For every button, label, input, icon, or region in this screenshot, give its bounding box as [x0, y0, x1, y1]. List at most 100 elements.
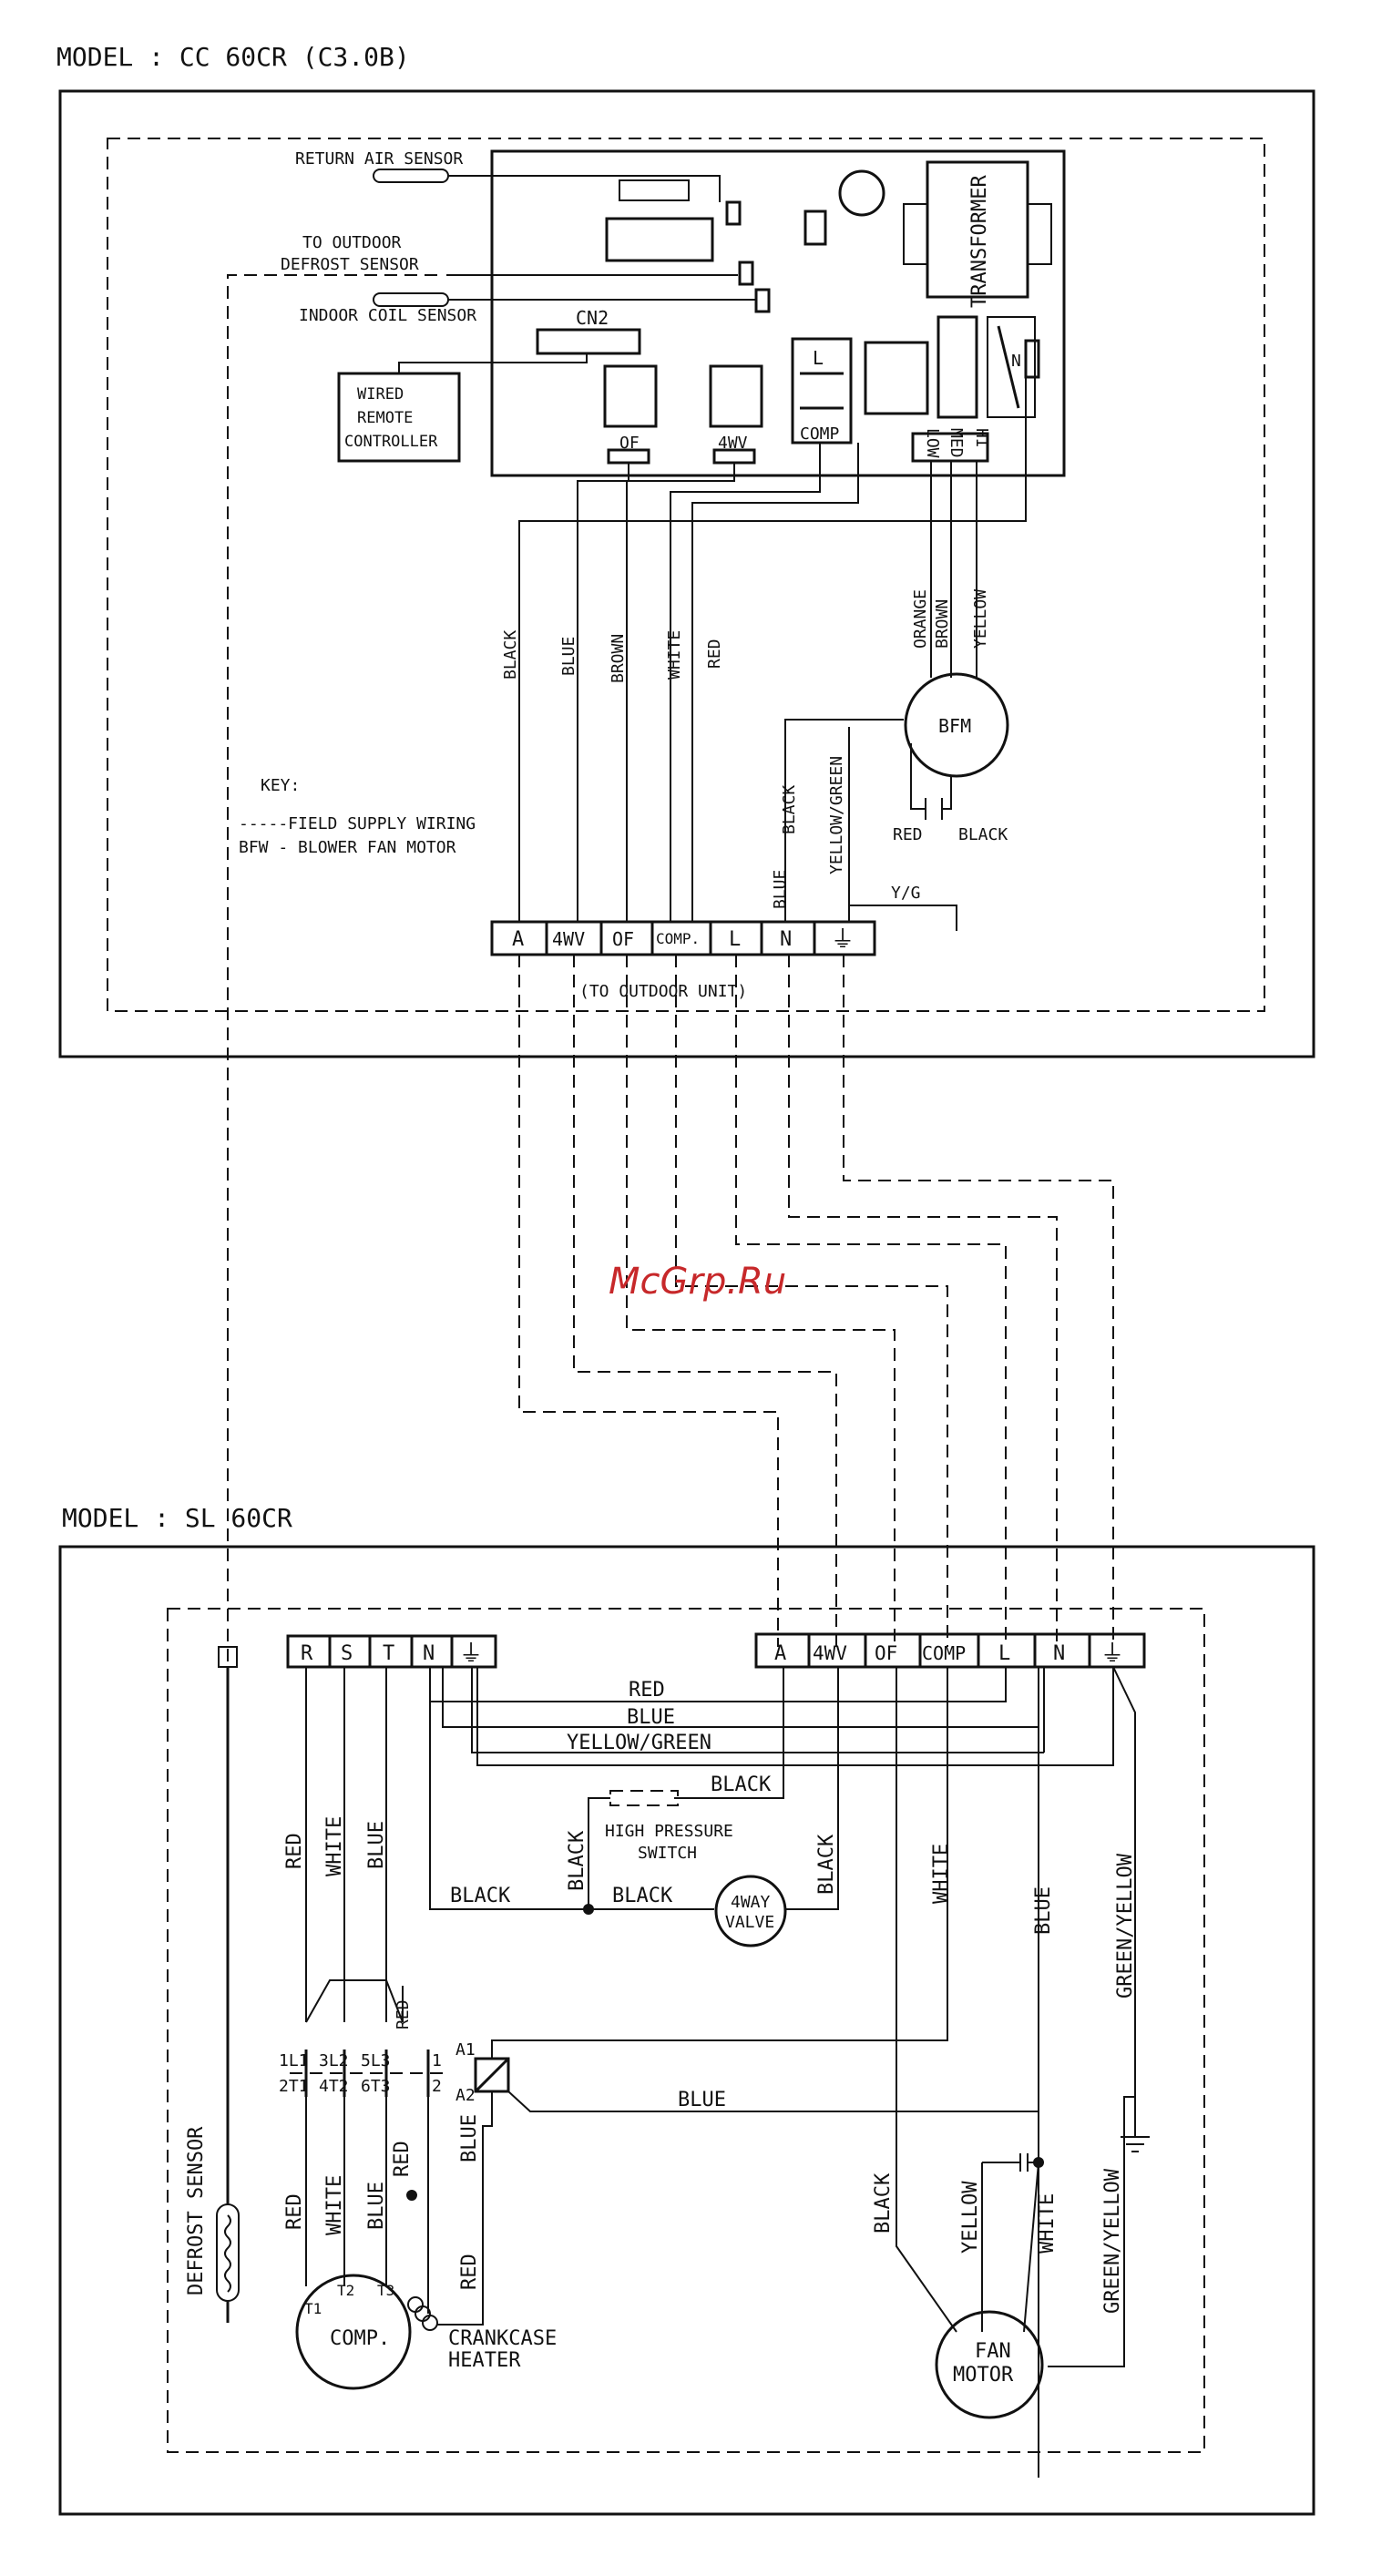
bfm-label: BFM: [938, 715, 971, 737]
yg-short-label: Y/G: [891, 884, 921, 903]
outdoor-unit-frame: [58, 1545, 1315, 2516]
connector-coil: [754, 288, 771, 313]
bus-red: RED: [629, 1679, 665, 1702]
pcb-fuse: [987, 316, 1036, 418]
field-supply-wiring: [518, 955, 1114, 1647]
transformer-label: TRANSFORMER: [968, 175, 991, 308]
valve-line1: 4WAY: [731, 1893, 771, 1912]
wire-red: RED: [705, 639, 724, 669]
crankcase-line1: CRANKCASE: [448, 2327, 557, 2350]
hp-black-label: BLACK: [711, 1774, 772, 1796]
motor-wire-yellow: YELLOW: [971, 589, 990, 649]
pcb-n-label: N: [1011, 352, 1021, 371]
cn2-connector: [536, 328, 641, 355]
ct-5l3: 5L3: [361, 2051, 391, 2070]
outdoor-field-boundary: [167, 1608, 1205, 2453]
valve-line2: VALVE: [725, 1913, 774, 1932]
lower-red-3: RED: [458, 2254, 481, 2290]
compressor: [295, 2274, 412, 2390]
indoor-coil-sensor: [373, 292, 449, 307]
fan-motor-line1: FAN: [975, 2340, 1011, 2363]
black-left: BLACK: [450, 1885, 511, 1907]
high-pressure-switch: [609, 1790, 679, 1806]
connector-defrost: [738, 261, 754, 286]
contactor-red-top: RED: [394, 1999, 413, 2029]
remote-line3: CONTROLLER: [344, 433, 438, 451]
relay-comp-label: COMP: [800, 424, 840, 444]
lower-blue-2: BLUE: [458, 2114, 481, 2162]
indoor-term-4wv: 4WV: [552, 928, 585, 950]
return-air-sensor-label: RETURN AIR SENSOR: [295, 149, 463, 169]
indoor-coil-sensor-label: INDOOR COIL SENSOR: [299, 306, 476, 325]
junction-black: [583, 1904, 594, 1915]
right-gy: GREEN/YELLOW: [1114, 1853, 1137, 1998]
comp-t3: T3: [377, 2282, 394, 2299]
4wv-label: 4WV: [718, 434, 748, 453]
pcb-capacitor: [838, 169, 885, 217]
comp-t1: T1: [304, 2300, 322, 2317]
indoor-pcb: [490, 149, 1066, 477]
transformer-left-lug: [903, 203, 928, 265]
left-red: RED: [283, 1833, 306, 1869]
pcb-chip-small: [619, 179, 690, 201]
outdoor-signal-terminal-block: A 4WV OF COMP L N ⏚: [754, 1632, 1146, 1669]
crankcase-heater: [407, 2296, 438, 2331]
indoor-unit-frame: [58, 89, 1315, 1058]
fan-motor: [935, 2310, 1044, 2419]
indoor-term-n: N: [780, 928, 792, 951]
ct-2: 2: [432, 2077, 442, 2096]
coil-a1: A1: [455, 2040, 476, 2060]
outdoor-power-terminal-block: R S T N ⏚: [286, 1634, 497, 1669]
signal-term-4wv: 4WV: [813, 1642, 847, 1664]
lower-red-2: RED: [391, 2141, 414, 2177]
hi-label: HI: [972, 428, 991, 448]
4way-valve: [714, 1875, 787, 1947]
fan-yellow: YELLOW: [959, 2181, 982, 2254]
ct-6t3: 6T3: [361, 2077, 391, 2096]
bfm-black-lead: BLACK: [958, 825, 1008, 844]
defrost-sensor: [216, 2203, 240, 2302]
watermark: McGrp.Ru: [609, 1261, 786, 1303]
crankcase-line2: HEATER: [448, 2349, 521, 2372]
right-gy2: GREEN/YELLOW: [1101, 2168, 1124, 2314]
hp-switch-line2: SWITCH: [638, 1844, 697, 1863]
signal-term-l: L: [998, 1642, 1010, 1665]
indoor-term-a: A: [512, 928, 524, 951]
hp-switch-line1: HIGH PRESSURE: [605, 1822, 733, 1841]
signal-term-comp: COMP: [922, 1642, 966, 1664]
black-hp-down: BLACK: [566, 1830, 589, 1891]
signal-term-of: OF: [875, 1642, 897, 1664]
ct-1: 1: [432, 2051, 442, 2070]
wire-blue: BLUE: [559, 637, 578, 676]
black-to-n: BLACK: [780, 785, 799, 834]
ct-4t2: 4T2: [319, 2077, 349, 2096]
pcb-relay-fan: [864, 341, 929, 415]
fan-white: WHITE: [1036, 2193, 1059, 2254]
connector-n: [1024, 339, 1040, 379]
comp-t2: T2: [337, 2282, 354, 2299]
bfm-red-lead: RED: [893, 825, 923, 844]
contactor: 1L1 3L2 5L3 1 2T1 4T2 6T3 2: [279, 1979, 446, 2097]
cn2-label: CN2: [576, 307, 609, 329]
right-black: BLACK: [872, 2172, 895, 2234]
power-term-t: T: [383, 1642, 394, 1665]
key-bfw: BFW - BLOWER FAN MOTOR: [239, 838, 456, 857]
power-term-n: N: [423, 1642, 435, 1665]
compressor-label: COMP.: [330, 2327, 390, 2350]
defrost-sensor-label: DEFROST SENSOR: [281, 255, 419, 274]
relay-of: [603, 364, 658, 428]
motor-wire-brown: BROWN: [933, 599, 952, 649]
pcb-ic: [605, 217, 714, 262]
remote-line2: REMOTE: [357, 409, 413, 427]
low-label: LOW: [923, 428, 942, 458]
ct-2t1: 2T1: [279, 2077, 309, 2096]
indoor-terminal-block: A 4WV OF COMP. L N ⏚: [490, 920, 876, 956]
relay-comp: [791, 337, 853, 445]
power-term-r: R: [301, 1642, 313, 1665]
of-label: OF: [619, 434, 640, 453]
indoor-term-l: L: [729, 928, 741, 951]
ct-1l1: 1L1: [279, 2051, 309, 2070]
fan-motor-line2: MOTOR: [953, 2364, 1014, 2387]
power-term-s: S: [341, 1642, 353, 1665]
